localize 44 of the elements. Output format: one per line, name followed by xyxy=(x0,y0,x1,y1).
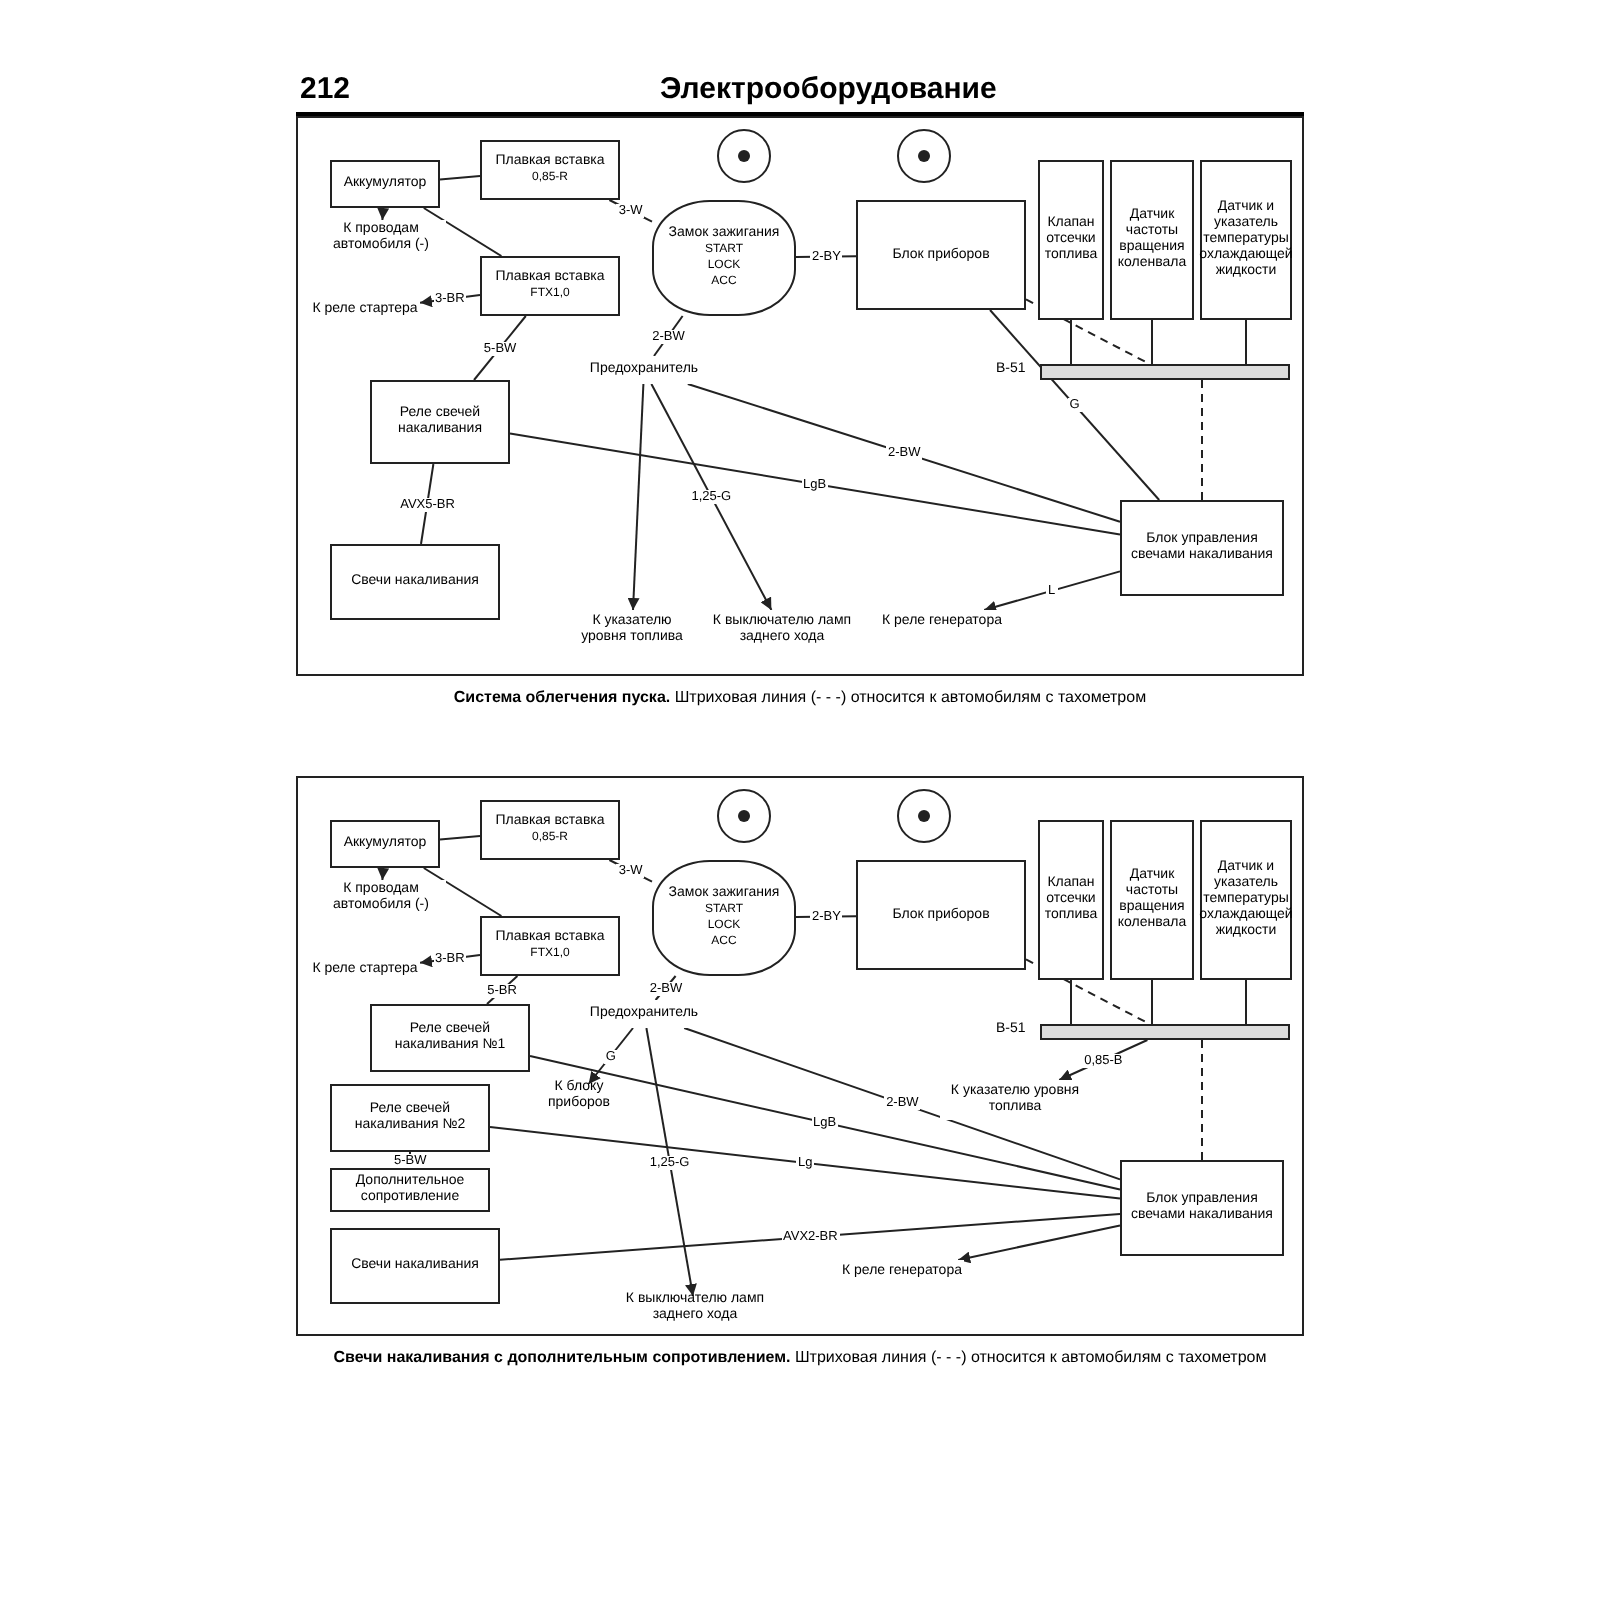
wire xyxy=(686,383,1121,523)
wire xyxy=(473,315,527,381)
wire xyxy=(608,859,653,883)
dashed-wire xyxy=(1201,379,1203,501)
wire xyxy=(377,867,390,881)
fuse-box xyxy=(480,916,620,976)
page-title: Электрооборудование xyxy=(660,72,997,106)
wire xyxy=(650,383,773,611)
wire xyxy=(627,383,645,611)
dashed-wire xyxy=(1025,958,1151,1025)
connector-bar xyxy=(1040,364,1290,380)
wire xyxy=(587,1027,634,1085)
wire xyxy=(499,1213,1121,1261)
wire xyxy=(1151,979,1153,1025)
wire xyxy=(645,1027,697,1297)
wire xyxy=(439,835,481,841)
figure-caption: Система облегчения пуска. Штриховая линия (- - -) относится к автомобилям с тахометром xyxy=(451,688,1149,706)
wire xyxy=(422,867,503,917)
wire xyxy=(983,570,1121,613)
wire xyxy=(529,1055,1121,1191)
connector-bar xyxy=(1040,1024,1290,1040)
wire xyxy=(439,175,481,181)
wire xyxy=(1245,979,1247,1025)
wire xyxy=(489,1126,1121,1200)
wire xyxy=(1070,319,1072,365)
wire xyxy=(608,199,653,223)
page-number: 212 xyxy=(300,72,351,106)
figure-caption: Свечи накаливания с дополнительным сопротивлением. Штриховая линия (- - -) относится к автомобилям с тахометром xyxy=(331,1348,1269,1366)
wire xyxy=(683,1027,1121,1181)
wire xyxy=(1070,979,1072,1025)
fuse-box xyxy=(480,800,620,860)
wire xyxy=(509,432,1121,536)
ignition-switch xyxy=(652,860,796,976)
wire xyxy=(1151,319,1153,365)
wire xyxy=(1245,319,1247,365)
fuse-box xyxy=(480,256,620,316)
ignition-switch xyxy=(652,200,796,316)
wire xyxy=(377,207,390,221)
dashed-wire xyxy=(1025,298,1151,365)
fuse-box xyxy=(480,140,620,200)
wire xyxy=(957,1224,1121,1264)
wire xyxy=(989,309,1161,501)
dashed-wire xyxy=(1201,1039,1203,1161)
wire xyxy=(422,207,503,257)
